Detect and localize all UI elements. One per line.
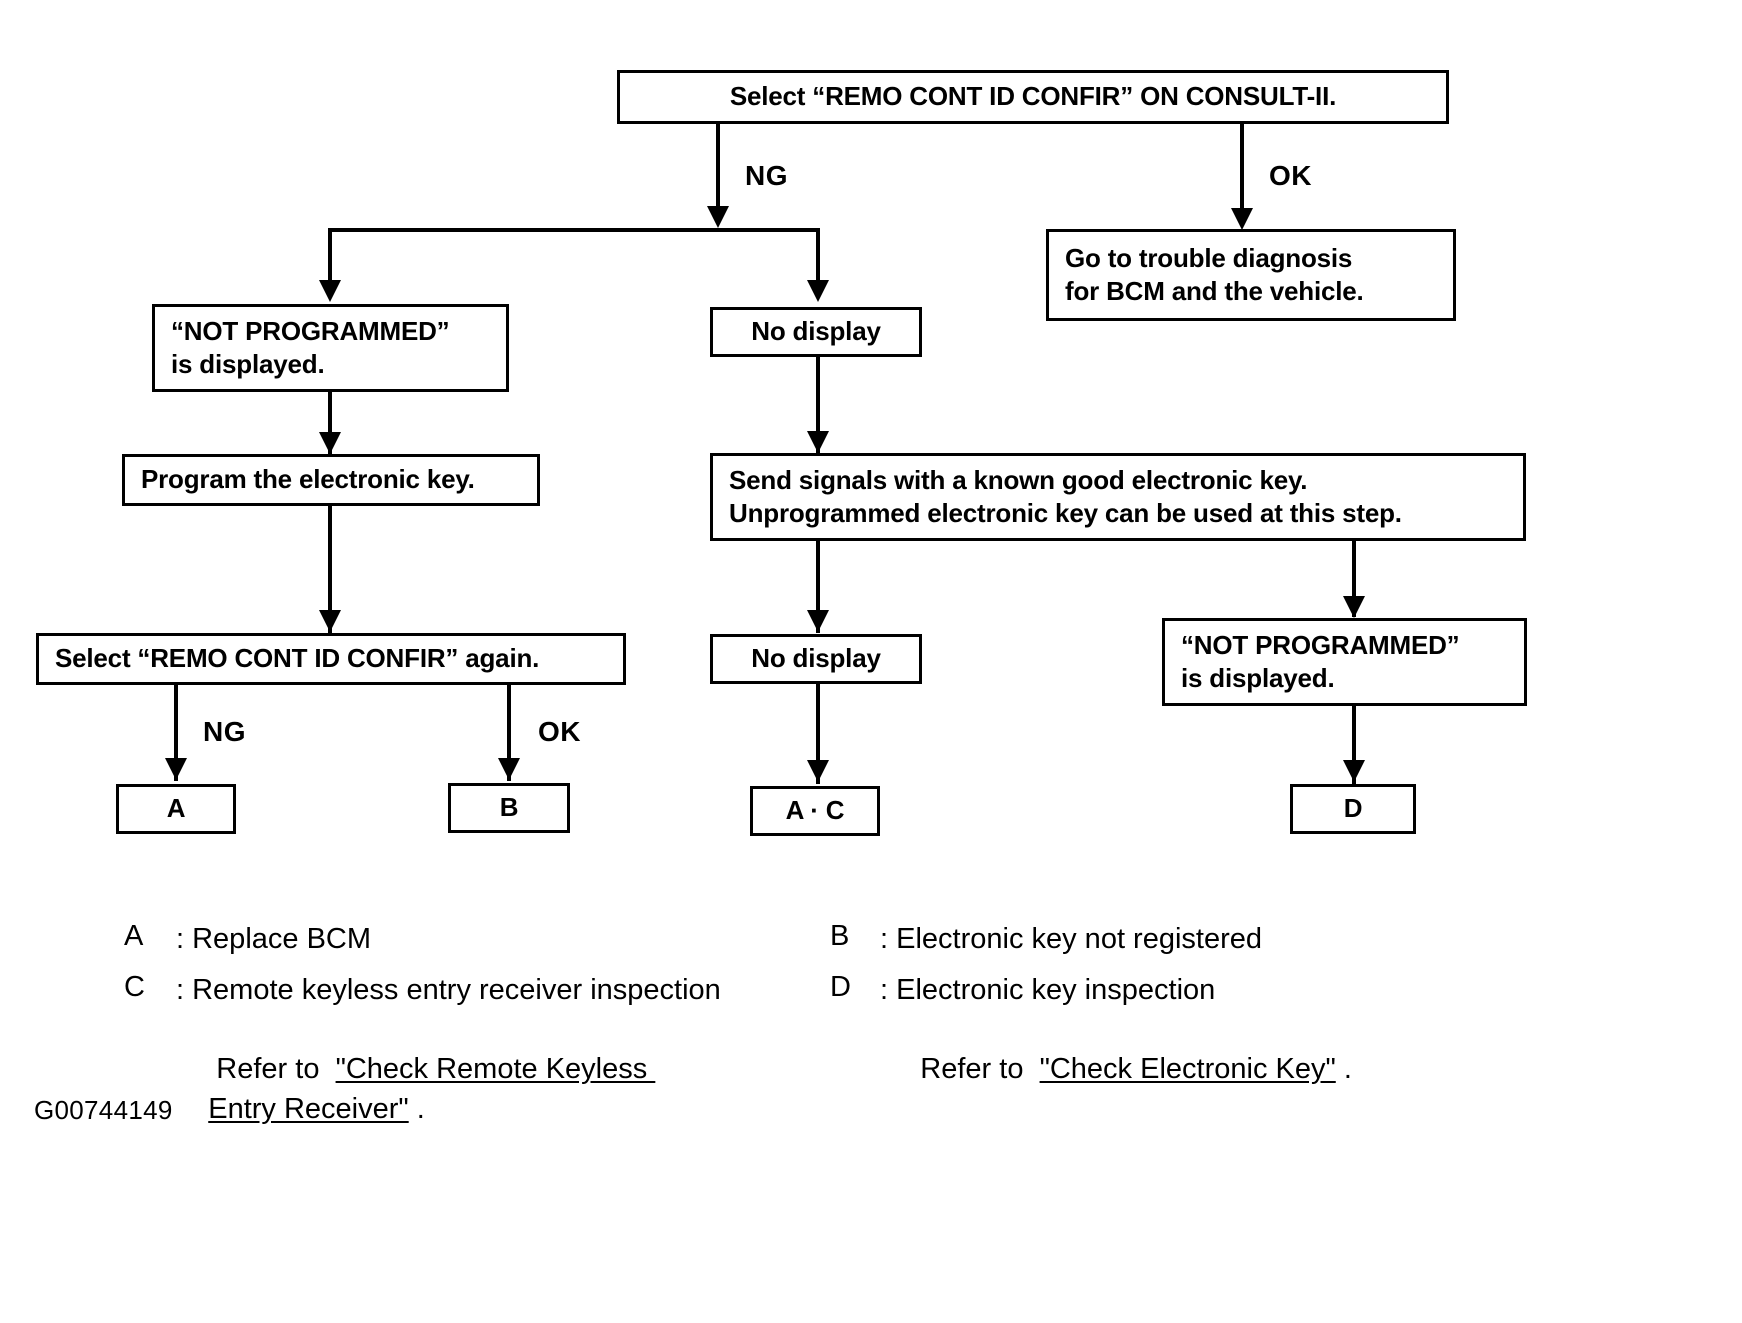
legend-key-a: A	[124, 920, 144, 952]
connector-notprog-to-program	[328, 392, 332, 454]
node-terminal-d: D	[1290, 784, 1416, 834]
legend-c-link-line1[interactable]: "Check Remote Keyless	[335, 1053, 656, 1086]
connector-again-to-a	[174, 685, 178, 781]
arrowhead-nodisplay-send	[807, 431, 829, 453]
connector-start-to-ng	[716, 124, 720, 214]
arrowhead-start-ok	[1231, 208, 1253, 230]
node-terminal-d-label: D	[1343, 793, 1363, 824]
branch-label-start-ng: NG	[745, 160, 788, 191]
legend-c-link-line2[interactable]: Entry Receiver"	[208, 1093, 409, 1126]
node-no-display-bottom-label: No display	[751, 643, 881, 674]
connector-again-to-b	[507, 685, 511, 781]
connector-ng-left-leg	[328, 228, 332, 288]
connector-notprog-right-to-d	[1352, 706, 1356, 784]
node-not-programmed-right-line1: “NOT PROGRAMMED”	[1181, 629, 1460, 660]
node-no-display-top-label: No display	[751, 316, 881, 347]
node-start: Select “REMO CONT ID CONFIR” ON CONSULT-…	[617, 70, 1449, 124]
arrowhead-send-nodisplay2	[807, 610, 829, 632]
branch-label-again-ok: OK	[538, 716, 581, 747]
legend-c-refer-prefix: Refer to	[208, 1053, 336, 1086]
node-select-again-label: Select “REMO CONT ID CONFIR” again.	[55, 643, 540, 674]
connector-nodisplay-to-send	[816, 357, 820, 453]
legend-key-c: C	[124, 971, 145, 1003]
connector-ng-right-leg	[816, 228, 820, 288]
legend-c-suffix: .	[408, 1093, 425, 1126]
legend-text-c-line3: Entry Receiver" .	[176, 1051, 425, 1169]
arrowhead-ng-right	[807, 280, 829, 302]
node-not-programmed-right: “NOT PROGRAMMED” is displayed.	[1162, 618, 1527, 706]
node-ok-result: Go to trouble diagnosis for BCM and the …	[1046, 229, 1456, 321]
connector-start-to-ok	[1240, 124, 1244, 224]
legend-text-d-line2: Refer to "Check Electronic Key" .	[880, 1011, 1352, 1129]
legend-key-b: B	[830, 920, 850, 952]
arrowhead-notprog-program	[319, 432, 341, 454]
node-not-programmed-left-line2: is displayed.	[171, 349, 325, 379]
legend-text-c-line2: Refer to "Check Remote Keyless	[176, 1011, 655, 1129]
legend-text-c-line1: : Remote keyless entry receiver inspecti…	[176, 974, 721, 1006]
connector-program-to-again	[328, 506, 332, 634]
branch-label-start-ok: OK	[1269, 160, 1312, 191]
connector-send-to-notprog-right	[1352, 541, 1356, 617]
arrowhead-program-again	[319, 610, 341, 632]
arrowhead-start-ng	[707, 206, 729, 228]
node-terminal-b: B	[448, 783, 570, 833]
node-terminal-a-label: A	[166, 793, 186, 824]
node-no-display-top: No display	[710, 307, 922, 357]
node-not-programmed-left: “NOT PROGRAMMED” is displayed.	[152, 304, 509, 392]
branch-label-again-ng: NG	[203, 716, 246, 747]
arrowhead-ng-left	[319, 280, 341, 302]
legend-text-d-line1: : Electronic key inspection	[880, 974, 1216, 1006]
node-ok-result-line1: Go to trouble diagnosis	[1065, 242, 1353, 273]
connector-nodisplay2-to-ac	[816, 684, 820, 784]
legend-d-link[interactable]: "Check Electronic Key"	[1039, 1053, 1336, 1086]
node-terminal-a: A	[116, 784, 236, 834]
node-not-programmed-right-line2: is displayed.	[1181, 663, 1335, 693]
node-send-signals-line2: Unprogrammed electronic key can be used …	[729, 498, 1402, 528]
node-not-programmed-left-line1: “NOT PROGRAMMED”	[171, 315, 450, 346]
arrowhead-again-b	[498, 758, 520, 780]
node-ok-result-line2: for BCM and the vehicle.	[1065, 276, 1364, 306]
node-program-key: Program the electronic key.	[122, 454, 540, 506]
arrowhead-nodisplay2-ac	[807, 760, 829, 782]
legend-text-b: : Electronic key not registered	[880, 923, 1263, 955]
legend-text-a: : Replace BCM	[176, 923, 372, 955]
connector-send-to-nodisplay2	[816, 541, 820, 633]
arrowhead-again-a	[165, 758, 187, 780]
node-program-key-label: Program the electronic key.	[141, 464, 475, 495]
legend-d-refer-prefix: Refer to	[912, 1053, 1040, 1086]
node-select-again: Select “REMO CONT ID CONFIR” again.	[36, 633, 626, 685]
node-terminal-b-label: B	[499, 792, 519, 823]
connector-ng-bus	[328, 228, 820, 232]
legend-key-d: D	[830, 971, 851, 1003]
node-start-label: Select “REMO CONT ID CONFIR” ON CONSULT-…	[729, 81, 1337, 112]
arrowhead-notprog-right-d	[1343, 760, 1365, 782]
node-terminal-ac-label: A · C	[785, 795, 845, 826]
node-terminal-ac: A · C	[750, 786, 880, 836]
legend-d-suffix: .	[1335, 1053, 1352, 1086]
node-send-signals: Send signals with a known good electroni…	[710, 453, 1526, 541]
figure-id-code: G00744149	[34, 1095, 173, 1125]
node-send-signals-line1: Send signals with a known good electroni…	[729, 464, 1308, 495]
node-no-display-bottom: No display	[710, 634, 922, 684]
arrowhead-send-notprog-right	[1343, 596, 1365, 618]
